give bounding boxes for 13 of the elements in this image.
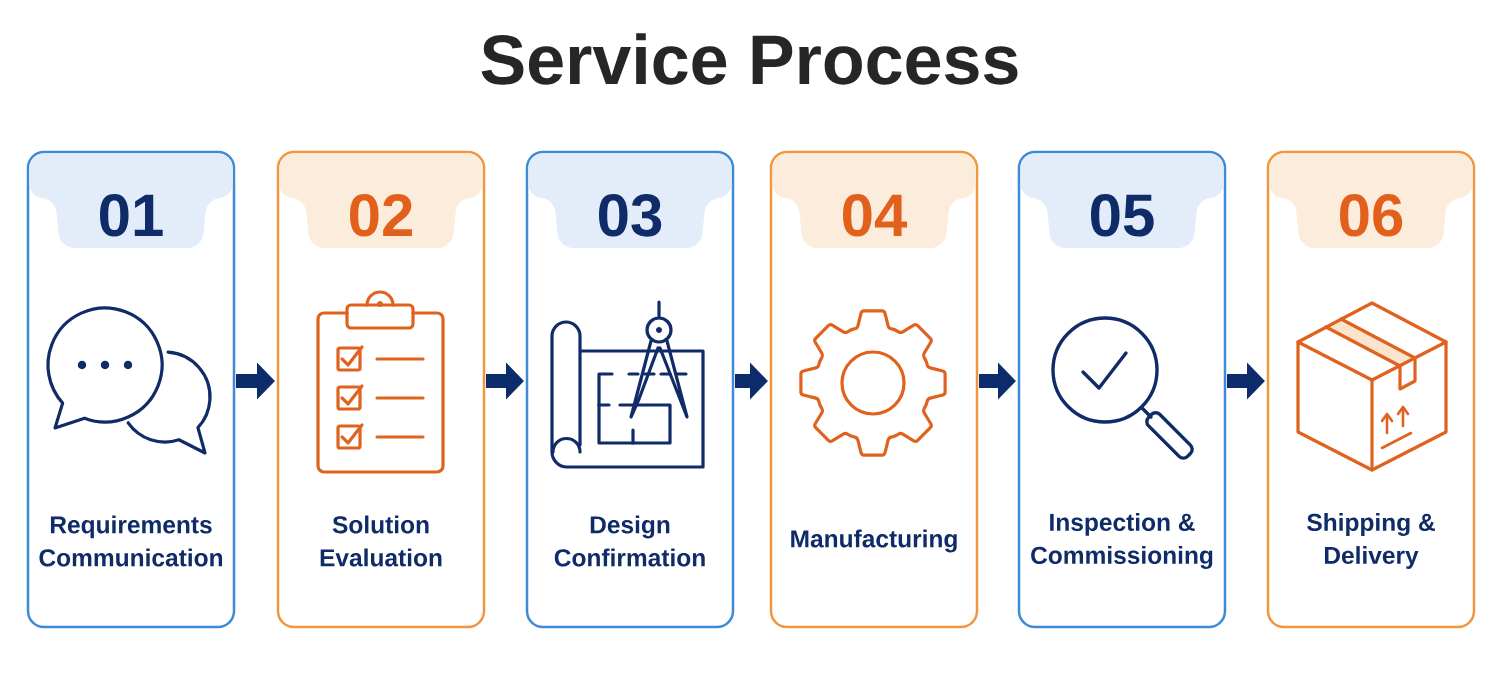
number-tab: 02 xyxy=(279,153,483,248)
number-tab: 04 xyxy=(772,153,976,248)
number-tab: 03 xyxy=(528,153,732,248)
step-label: Solution Evaluation xyxy=(320,515,442,567)
step-label: Inspection & Commissioning xyxy=(1031,513,1213,569)
title: Service Process xyxy=(481,33,1018,85)
step-label: Requirements Communication xyxy=(39,515,223,567)
step-label: Shipping & Delivery xyxy=(1307,513,1435,569)
number-tab: 05 xyxy=(1020,153,1224,248)
step-label: Manufacturing xyxy=(791,529,957,553)
number-tab: 06 xyxy=(1269,153,1473,248)
number-tab: 01 xyxy=(29,153,233,248)
step-label: Design Confirmation xyxy=(554,515,705,567)
